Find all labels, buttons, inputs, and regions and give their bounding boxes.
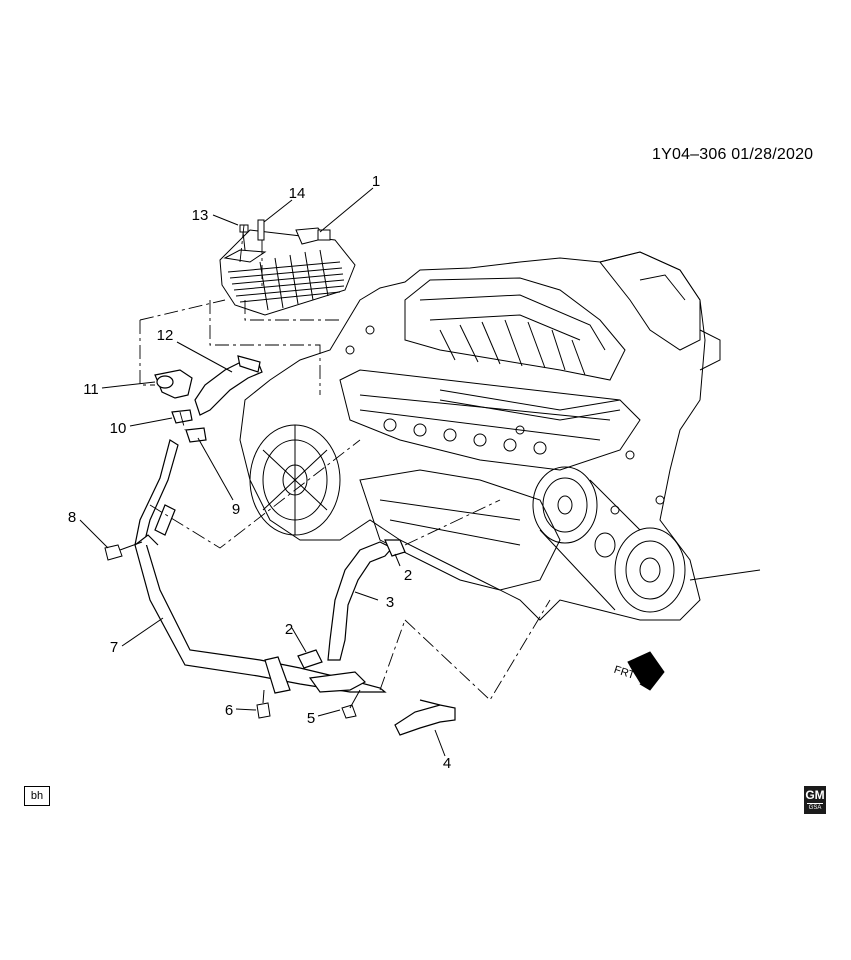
callout-10: 10 [110, 420, 127, 437]
diagram-reference-code: 1Y04–306 01/28/2020 [652, 146, 814, 163]
gm-logo-text: GM [805, 788, 825, 802]
front-direction-indicator: FRT [612, 651, 665, 691]
callout-3: 3 [386, 594, 394, 611]
callout-8: 8 [68, 509, 76, 526]
callout-9: 9 [232, 501, 240, 518]
hoses-and-pipes [134, 355, 456, 736]
callout-2-upper: 2 [404, 567, 412, 584]
illustration-tag: bh [24, 786, 50, 806]
cooler-fins [227, 249, 345, 311]
callout-13: 13 [192, 207, 209, 224]
callout-2-lower: 2 [285, 621, 293, 638]
callout-5: 5 [307, 710, 315, 727]
engine-assembly [239, 251, 761, 621]
callout-6: 6 [225, 702, 233, 719]
oil-cooler [219, 227, 356, 316]
fasteners [104, 219, 361, 719]
callout-11: 11 [83, 381, 99, 398]
reference-lines [139, 224, 551, 701]
callout-14: 14 [289, 185, 306, 202]
gm-logo-subtext: GSA [807, 803, 823, 811]
callout-12: 12 [157, 327, 174, 344]
callout-1: 1 [372, 173, 380, 190]
gm-logo: GM GSA [804, 786, 826, 814]
leader-lines [79, 187, 446, 757]
callout-4: 4 [443, 755, 451, 772]
callout-7: 7 [110, 639, 118, 656]
callouts: 1 2 2 3 4 5 6 7 8 9 10 11 12 13 14 [68, 173, 451, 772]
